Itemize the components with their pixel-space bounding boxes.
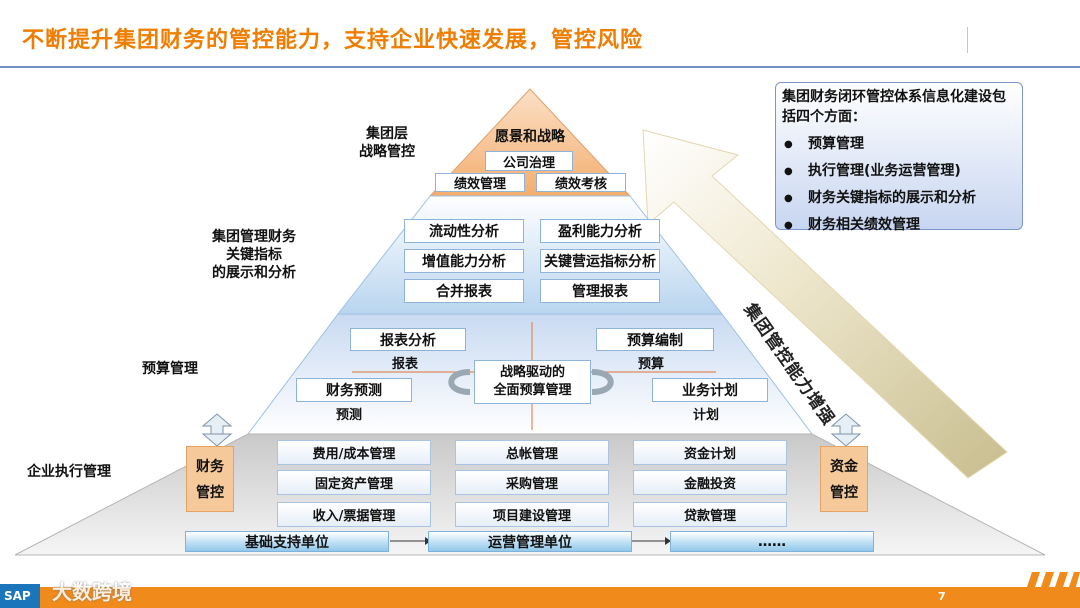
report-analysis-box: 报表分析 (350, 328, 466, 351)
title-underline (0, 66, 1080, 68)
info-item: 财务关键指标的展示和分析 (782, 185, 1016, 212)
vision-strategy-label: 愿景和战略 (495, 129, 565, 145)
exec-box-revenue-bills: 收入/票据管理 (277, 502, 431, 527)
exec-box-project-construction: 项目建设管理 (455, 502, 609, 527)
stripe-logo (1020, 572, 1080, 608)
level-label-budget: 预算管理 (142, 361, 198, 377)
info-list: 预算管理 执行管理(业务运营管理) 财务关键指标的展示和分析 财务相关绩效管理 (782, 131, 1016, 239)
governance-box: 公司治理 (485, 151, 573, 171)
exec-box-general-ledger: 总帐管理 (455, 440, 609, 465)
flow-arrowhead-2 (665, 537, 671, 545)
foundation-operation-units: 运营管理单位 (428, 531, 632, 552)
finance-control-box: 财务 管控 (186, 446, 234, 512)
sap-logo: SAP (0, 584, 40, 608)
exec-box-fixed-assets: 固定资产管理 (277, 470, 431, 495)
info-item: 财务相关绩效管理 (782, 212, 1016, 239)
double-arrow-left-icon (201, 413, 233, 447)
info-panel: 集团财务闭环管控体系信息化建设包括四个方面： 预算管理 执行管理(业务运营管理)… (775, 82, 1023, 239)
watermark-text: 大数跨境 (52, 580, 132, 604)
exec-box-loan: 贷款管理 (633, 502, 787, 527)
strategic-budget-center: 战略驱动的 全面预算管理 (474, 360, 591, 404)
exec-box-financial-investment: 金融投资 (633, 470, 787, 495)
level-label-strategy: 集团层 战略管控 (359, 126, 415, 160)
footer-bar (0, 587, 1080, 608)
forecast-label: 预测 (336, 408, 363, 423)
page-title: 不断提升集团财务的管控能力，支持企业快速发展，管控风险 (22, 28, 644, 53)
foundation-more: …… (670, 531, 874, 552)
finance-control-text-2: 管控 (196, 485, 224, 501)
budget-prep-box: 预算编制 (596, 328, 714, 351)
kpi-box-liquidity: 流动性分析 (404, 219, 524, 243)
kpi-box-key-operations: 关键营运指标分析 (540, 249, 660, 273)
title-separator (967, 27, 968, 53)
double-arrow-right-icon (830, 413, 862, 447)
perf-eval-box: 绩效考核 (536, 173, 626, 192)
fund-control-box: 资金 管控 (820, 446, 868, 512)
foundation-support-units: 基础支持单位 (185, 531, 389, 552)
level-label-kpi: 集团管理财务 关键指标 的展示和分析 (212, 229, 296, 281)
kpi-box-value-added: 增值能力分析 (404, 249, 524, 273)
kpi-box-management: 管理报表 (540, 279, 660, 303)
info-item: 执行管理(业务运营管理) (782, 158, 1016, 185)
finance-control-text-1: 财务 (196, 459, 224, 475)
kpi-box-profitability: 盈利能力分析 (540, 219, 660, 243)
plan-label: 计划 (693, 408, 720, 423)
page-number: 7 (938, 590, 946, 603)
fund-control-text-1: 资金 (830, 459, 858, 475)
exec-box-procurement: 采购管理 (455, 470, 609, 495)
exec-box-expense-cost: 费用/成本管理 (277, 440, 431, 465)
info-heading: 集团财务闭环管控体系信息化建设包括四个方面： (782, 89, 1006, 125)
cycle-arrow-right (591, 369, 614, 395)
fund-control-text-2: 管控 (830, 485, 858, 501)
budget-label: 预算 (638, 357, 665, 372)
exec-box-fund-plan: 资金计划 (633, 440, 787, 465)
forecast-box: 财务预测 (296, 378, 412, 402)
layer-kpi (336, 195, 724, 315)
report-label: 报表 (392, 357, 419, 372)
kpi-box-consolidated: 合并报表 (404, 279, 524, 303)
perf-mgmt-box: 绩效管理 (435, 173, 525, 192)
info-item: 预算管理 (782, 131, 1016, 158)
cycle-arrow-left (448, 369, 471, 395)
business-plan-box: 业务计划 (652, 378, 768, 402)
level-label-execution: 企业执行管理 (27, 464, 111, 480)
